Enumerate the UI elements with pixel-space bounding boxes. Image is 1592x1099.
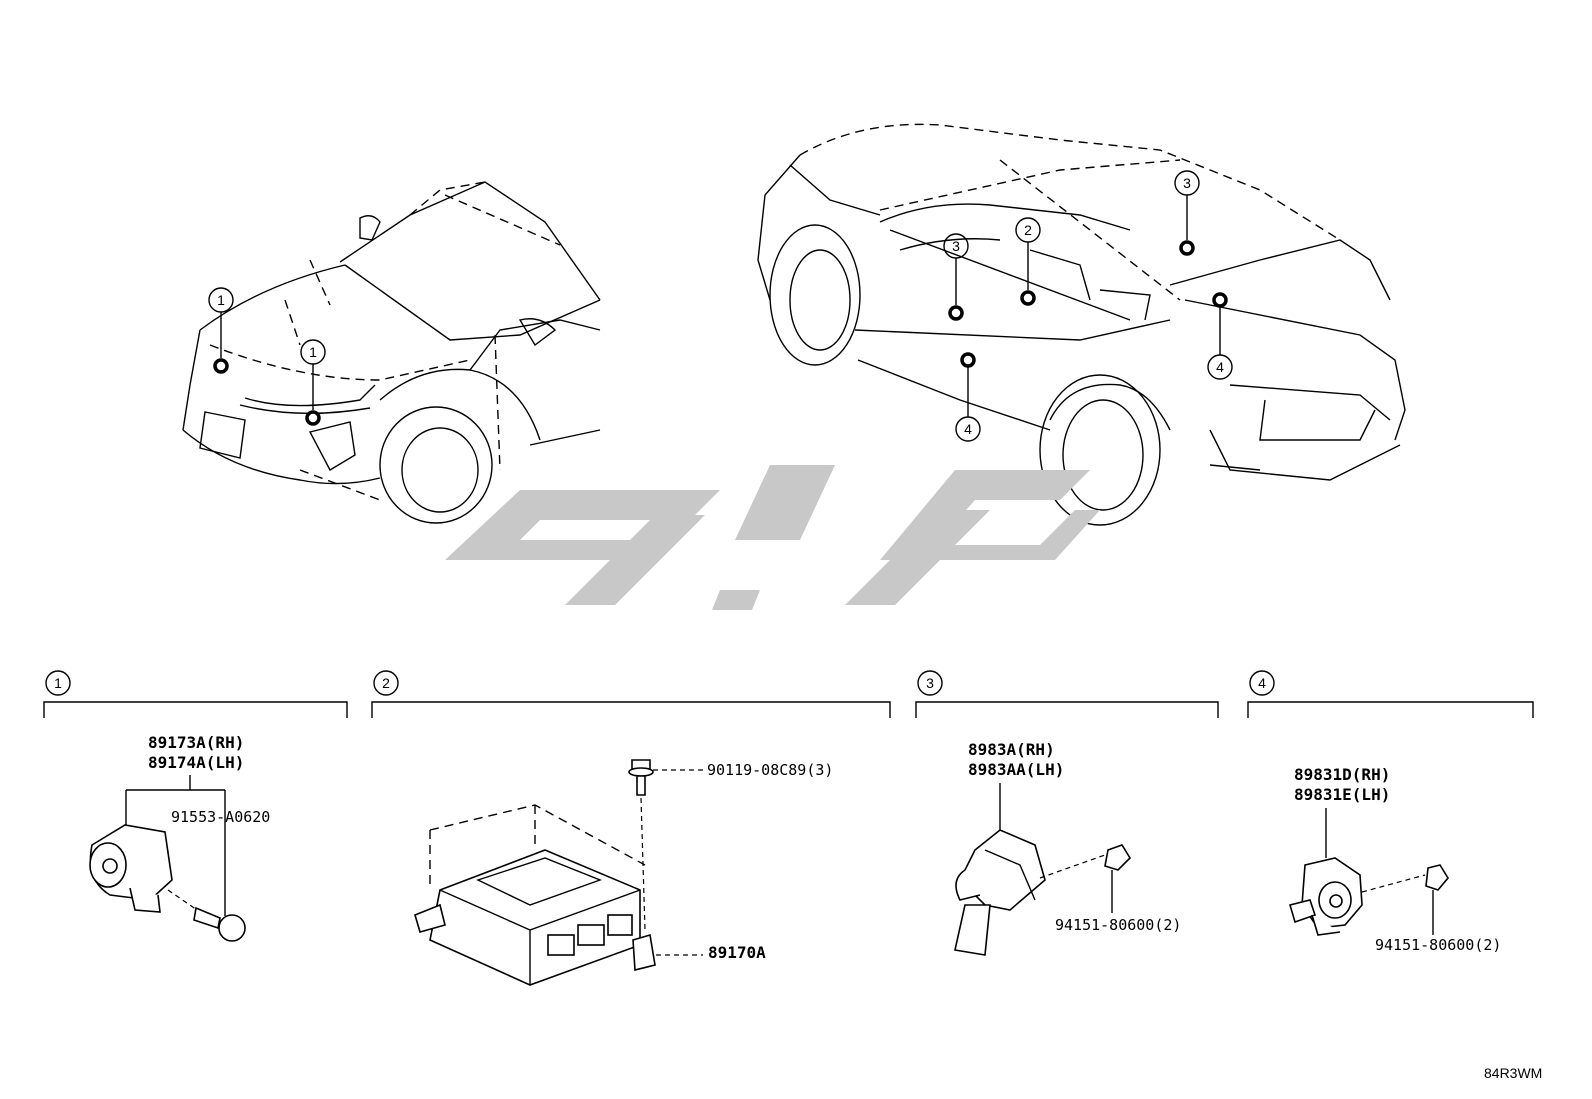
section-4: 4 89831D(RH) 89831E(LH) 94151-80600(2) bbox=[1247, 670, 1534, 954]
part-89173A: 89173A(RH) bbox=[148, 733, 244, 752]
part-89170A: 89170A bbox=[708, 943, 766, 962]
watermark-logo bbox=[445, 465, 1100, 610]
rear-vehicle-illustration bbox=[757, 123, 1406, 526]
section-2: 2 90119-08C89(3) 89170A bbox=[371, 670, 891, 986]
rear-callout-3-roof: 3 bbox=[1174, 170, 1200, 256]
part-91553: 91553-A0620 bbox=[171, 808, 270, 826]
section-2-marker bbox=[373, 670, 399, 696]
front-callout-1b: 1 bbox=[300, 339, 326, 426]
rear-callout-4-rear: 4 bbox=[1207, 292, 1233, 380]
rear-callout-2: 2 bbox=[1015, 217, 1041, 306]
svg-text:3: 3 bbox=[1183, 175, 1191, 191]
svg-text:1: 1 bbox=[217, 292, 225, 308]
part-89174A: 89174A(LH) bbox=[148, 753, 244, 772]
section-1-marker bbox=[45, 670, 71, 696]
part-94151-s4: 94151-80600(2) bbox=[1375, 936, 1501, 954]
rear-callout-3-pillar: 3 bbox=[943, 233, 969, 321]
diagram-code: 84R3WM bbox=[1484, 1065, 1542, 1081]
section-4-marker bbox=[1249, 670, 1275, 696]
svg-text:3: 3 bbox=[926, 675, 934, 691]
part-94151-s3: 94151-80600(2) bbox=[1055, 916, 1181, 934]
svg-text:4: 4 bbox=[1216, 359, 1224, 375]
section-3-marker bbox=[917, 670, 943, 696]
front-callout-1a: 1 bbox=[208, 287, 234, 374]
part-89831E: 89831E(LH) bbox=[1294, 785, 1390, 804]
svg-text:2: 2 bbox=[382, 675, 390, 691]
svg-text:2: 2 bbox=[1024, 222, 1032, 238]
svg-text:1: 1 bbox=[54, 675, 62, 691]
svg-text:3: 3 bbox=[952, 238, 960, 254]
section-3: 3 8983A(RH) 8983AA(LH) 94151-80600(2) bbox=[915, 670, 1219, 956]
svg-text:4: 4 bbox=[1258, 675, 1266, 691]
part-90119: 90119-08C89(3) bbox=[707, 761, 833, 779]
section-1: 1 89173A(RH) 89174A(LH) 91553-A0620 bbox=[43, 670, 348, 942]
part-8983A: 8983A(RH) bbox=[968, 740, 1055, 759]
front-vehicle-illustration bbox=[182, 181, 601, 524]
svg-text:1: 1 bbox=[309, 344, 317, 360]
part-89831D: 89831D(RH) bbox=[1294, 765, 1390, 784]
rear-callout-4-side: 4 bbox=[955, 352, 981, 442]
part-8983AA: 8983AA(LH) bbox=[968, 760, 1064, 779]
svg-text:4: 4 bbox=[964, 421, 972, 437]
